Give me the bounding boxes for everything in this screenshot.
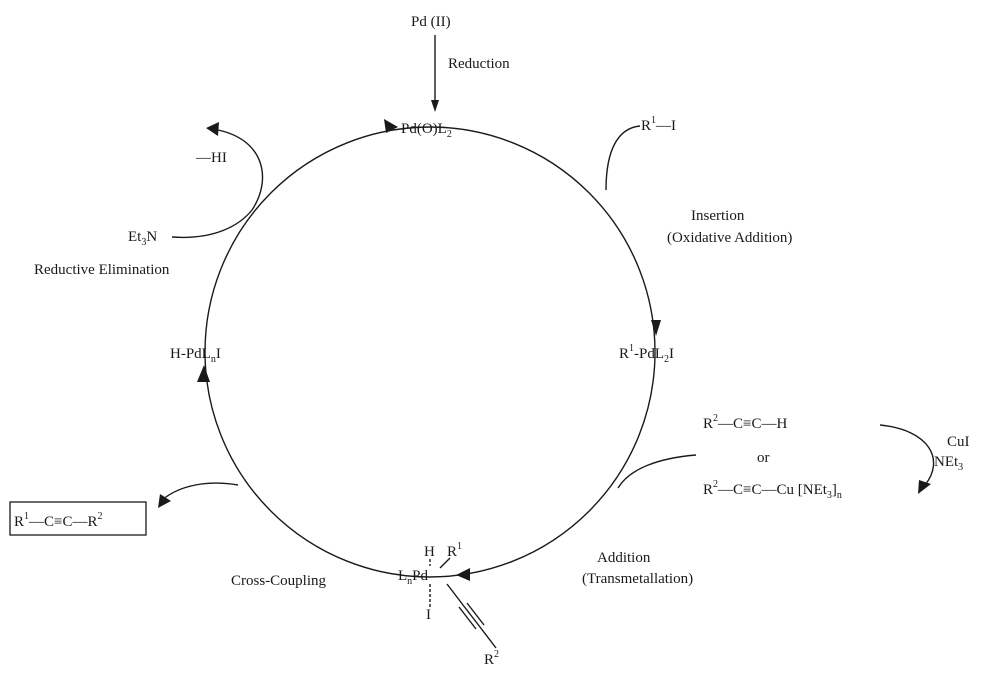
transmetallation-label: (Transmetallation) bbox=[582, 571, 693, 587]
hi-arrowhead bbox=[206, 122, 219, 136]
hi-label: —HI bbox=[195, 150, 227, 166]
cycle-arrowhead-bottom bbox=[456, 568, 470, 581]
insertion-label: Insertion bbox=[691, 208, 745, 224]
addition-label: Addition bbox=[597, 550, 651, 566]
alkyne-triple-3 bbox=[458, 606, 477, 630]
cycle-arrowhead-right bbox=[651, 320, 661, 336]
product-arrowhead bbox=[158, 494, 171, 508]
complex-lnpd: LnPd bbox=[398, 568, 429, 587]
copper-acetylide-label: R2—C≡C—Cu [NEt3]n bbox=[703, 479, 842, 501]
alkyne-triple-1 bbox=[462, 604, 481, 628]
alkyne-triple-2 bbox=[466, 602, 485, 626]
product-box bbox=[9, 501, 147, 536]
net3-label: NEt3 bbox=[934, 454, 963, 473]
reduction-arrowhead bbox=[431, 100, 439, 112]
pd-r1-bond bbox=[439, 557, 451, 569]
alkyne-incoming-curve bbox=[617, 454, 697, 489]
reduction-label: Reduction bbox=[448, 56, 510, 72]
alkyne-r2-bond bbox=[479, 626, 497, 649]
r1i-incoming-curve bbox=[605, 125, 641, 191]
product-outgoing-curve bbox=[161, 482, 239, 501]
cycle-arrowhead-left bbox=[197, 365, 210, 382]
pd-ii-label: Pd (II) bbox=[411, 14, 451, 30]
cross-coupling-label: Cross-Coupling bbox=[231, 573, 327, 589]
complex-i: I bbox=[426, 607, 431, 623]
r1-pdl2i-label: R1-PdL2I bbox=[619, 343, 674, 365]
hydrido-pd-label: H-PdLnI bbox=[170, 346, 221, 365]
r1-iodide-label: R1—I bbox=[641, 115, 676, 134]
complex-h: H bbox=[424, 544, 435, 560]
or-label: or bbox=[757, 450, 770, 466]
et3n-incoming-curve bbox=[171, 209, 253, 239]
complex-r1: R1 bbox=[447, 541, 462, 560]
cui-arrowhead bbox=[918, 480, 931, 494]
terminal-alkyne-label: R2—C≡C—H bbox=[703, 413, 787, 432]
complex-r2: R2 bbox=[484, 649, 499, 668]
cui-curved-arrow bbox=[879, 424, 935, 486]
reductive-elimination-label: Reductive Elimination bbox=[34, 262, 170, 278]
et3n-label: Et3N bbox=[128, 229, 157, 248]
cycle-arrowhead-top bbox=[384, 119, 398, 133]
pd-alkyne-bond bbox=[446, 583, 464, 606]
product-label: R1—C≡C—R2 bbox=[14, 511, 103, 530]
oxidative-addition-label: (Oxidative Addition) bbox=[667, 230, 792, 246]
hi-outgoing-curve bbox=[217, 129, 264, 211]
pd0-label: Pd(O)L2 bbox=[401, 121, 452, 140]
pd-alkyne-complex: H R1 LnPd I R2 bbox=[398, 541, 499, 668]
cui-label: CuI bbox=[947, 434, 970, 450]
catalytic-cycle-circle bbox=[204, 126, 656, 578]
